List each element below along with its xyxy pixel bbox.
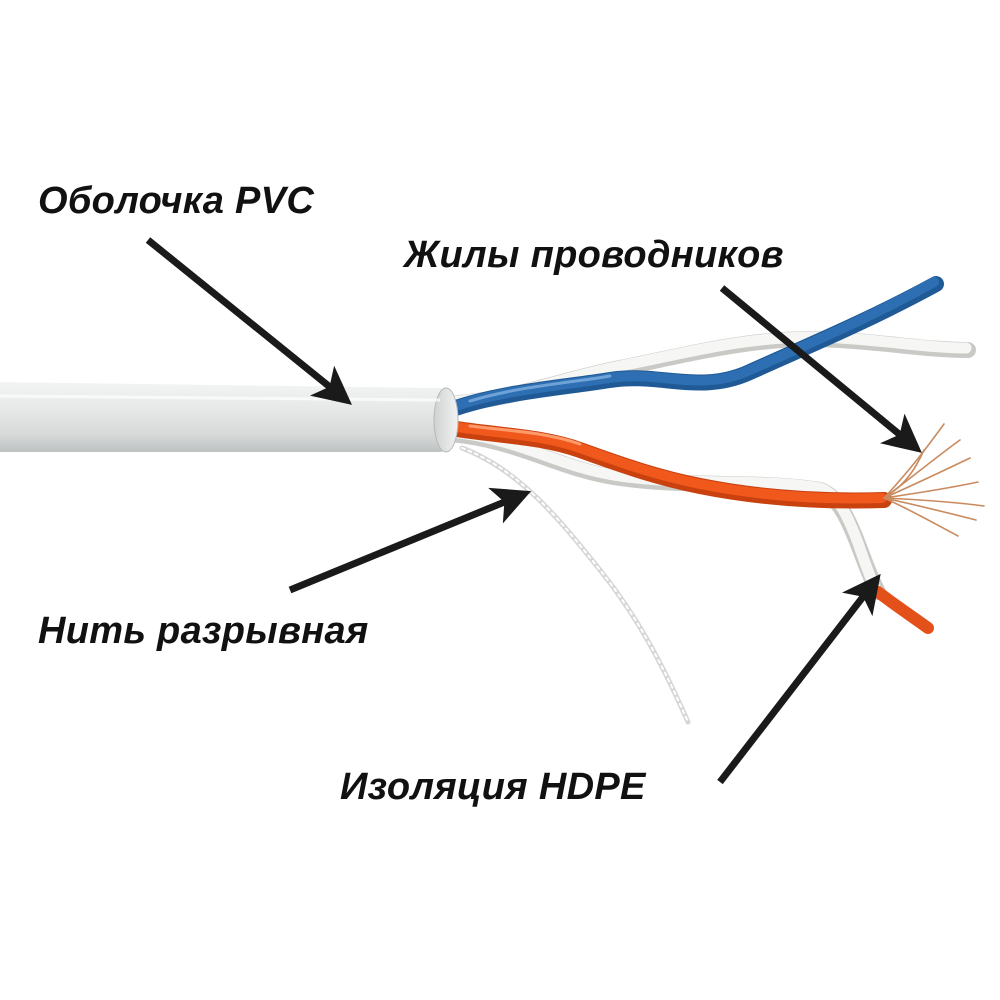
arrow-ripcord [288, 487, 532, 594]
cable-jacket [0, 382, 458, 452]
blue-wire-shine [468, 374, 612, 403]
label-insulation: Изоляция HDPE [340, 766, 646, 808]
white-wire-orange-pair-face [444, 426, 882, 596]
blue-wire-face [445, 277, 939, 413]
label-conductors: Жилы проводников [404, 234, 784, 276]
arrow-insulation [717, 573, 881, 785]
copper-strands [883, 423, 985, 537]
orange-wire-face [445, 421, 887, 504]
orange-wire-shine [468, 424, 582, 446]
arrow-conductors [719, 285, 922, 453]
label-ripcord: Нить разрывная [38, 610, 369, 652]
label-sheath: Оболочка PVC [38, 180, 315, 222]
white-wire-orange-pair [442, 426, 886, 600]
arrow-sheath [145, 237, 352, 405]
cable-jacket-end [433, 387, 459, 453]
ripcord-thread-highlight [461, 447, 689, 723]
cable-jacket-highlight [0, 394, 441, 402]
orange-wire-end [872, 586, 934, 634]
